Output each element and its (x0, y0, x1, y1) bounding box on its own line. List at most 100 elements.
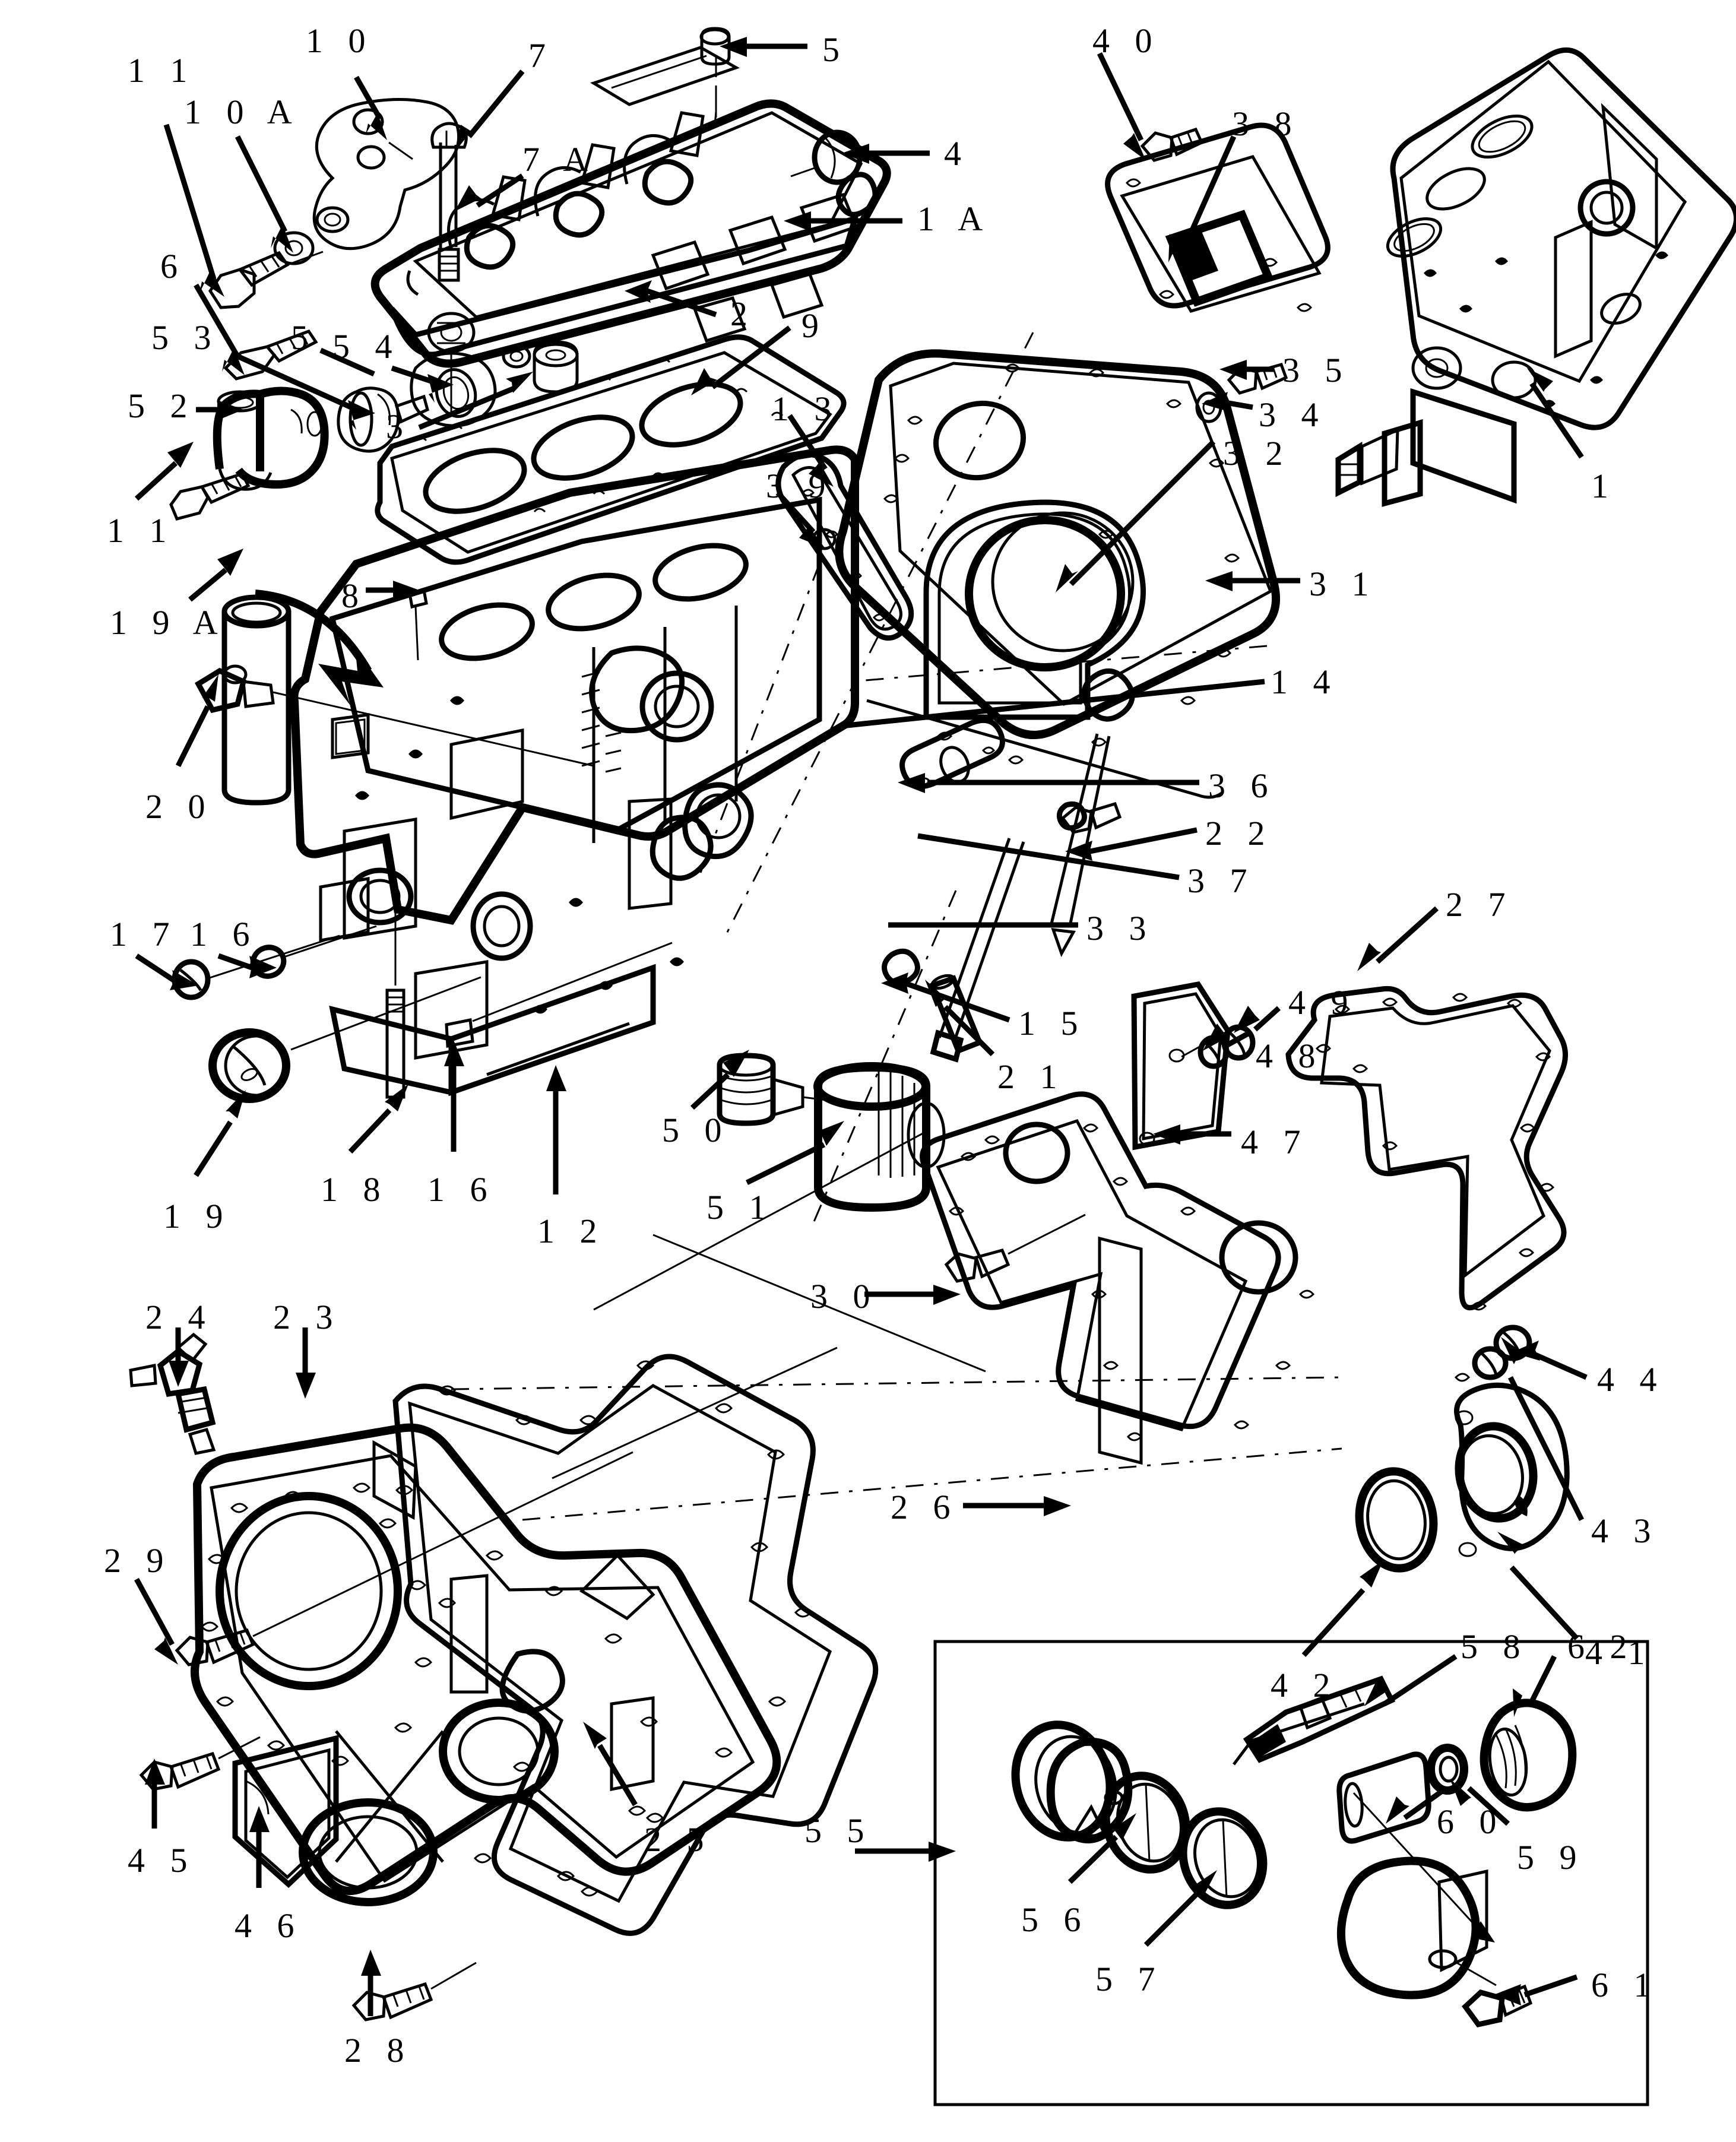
callout-62: 6 2 (1567, 1627, 1636, 1666)
part-bolt-61 (1461, 1984, 1533, 2028)
callout-43: 4 3 (1591, 1512, 1659, 1550)
part-timing-cover-23 (191, 1423, 781, 1906)
callout-14: 1 4 (1271, 663, 1339, 701)
callout-60: 6 0 (1437, 1802, 1505, 1841)
part-sender-body (1336, 1856, 1497, 2000)
callout-15: 1 5 (1018, 1004, 1086, 1043)
callout-54: 5 4 (332, 327, 401, 366)
callout-30: 3 0 (810, 1277, 879, 1316)
inset-thermostat-kit-55 (933, 1640, 1649, 2106)
part-cylinder-block-12 (290, 445, 859, 1097)
callout-36: 3 6 (1208, 766, 1276, 805)
callout-7: 7 (528, 36, 554, 75)
callout-23: 2 3 (273, 1298, 341, 1336)
part-head-bolt-washer-7A (427, 312, 476, 414)
callout-33: 3 3 (1086, 909, 1155, 948)
callout-27: 2 7 (1446, 885, 1514, 924)
callout-10A: 1 0 A (184, 93, 300, 131)
part-valve-cap-3 (533, 340, 579, 394)
part-thermostat-53 (337, 386, 429, 453)
part-core-plug-19 (208, 976, 481, 1103)
callout-41: 4 1 (1585, 1633, 1653, 1672)
callout-28: 2 8 (344, 2031, 413, 2070)
part-stud-18 (385, 879, 406, 1099)
part-sump-front-plate-26 (920, 1091, 1315, 1465)
callout-44: 4 4 (1597, 1360, 1665, 1399)
callout-47: 4 7 (1241, 1123, 1309, 1161)
part-bolt-28 (351, 1962, 477, 2021)
construction-lines (451, 57, 1342, 1521)
part-water-pump-gasket-42 (1355, 1467, 1438, 1573)
part-dipstick-22 (1049, 668, 1135, 958)
callout-1: 1 (1591, 467, 1617, 505)
callout-25: 2 5 (644, 1820, 712, 1859)
callout-48: 4 8 (1256, 1037, 1324, 1075)
part-oil-pressure-switch-20 (194, 664, 594, 767)
part-washer-59 (1427, 1744, 1468, 1795)
callout-58: 5 8 (1461, 1627, 1529, 1666)
callout-42: 4 2 (1271, 1666, 1339, 1704)
callout-7A: 7 A (522, 140, 597, 179)
part-sleeve-60 (1336, 1751, 1431, 1844)
callout-51: 5 1 (707, 1188, 775, 1227)
callout-16-mid: 1 6 (427, 1170, 496, 1209)
callout-49: 4 9 (1288, 983, 1357, 1022)
callout-37: 3 7 (1187, 861, 1256, 900)
callout-46: 4 6 (235, 1906, 303, 1945)
callout-38: 3 8 (1232, 104, 1300, 143)
part-lifting-bracket-10 (312, 97, 461, 251)
part-seal-ring-57 (1179, 1807, 1268, 1909)
callout-52: 5 2 (128, 386, 196, 425)
callout-20: 2 0 (145, 787, 214, 826)
part-bolt-29 (175, 1451, 633, 1666)
callout-59: 5 9 (1517, 1838, 1585, 1877)
callout-13: 1 3 (772, 389, 840, 428)
callout-39: 3 9 (766, 467, 834, 505)
callout-26: 2 6 (891, 1488, 959, 1526)
part-bolt-40 (1140, 127, 1204, 162)
part-screw-30 (944, 1213, 1086, 1283)
callout-9: 9 (802, 306, 827, 345)
callout-45: 4 5 (128, 1841, 196, 1880)
part-stud-6 (223, 329, 318, 381)
callout-29: 2 9 (104, 1541, 172, 1580)
part-washer-43 (1472, 1346, 1509, 1380)
callout-22: 2 2 (1205, 814, 1274, 853)
part-dowel-15 (882, 948, 920, 986)
part-water-pump-backplate-41 (1454, 1382, 1570, 1557)
callout-53: 5 3 (151, 318, 220, 357)
callout-56: 5 6 (1021, 1900, 1089, 1939)
callout-16-left: 1 6 (190, 915, 258, 953)
part-washer-10A (273, 231, 315, 265)
part-thermostat-56 (1011, 1720, 1133, 1843)
callout-6: 6 (160, 247, 186, 286)
callout-19A: 1 9 A (110, 603, 226, 642)
callout-50: 5 0 (662, 1111, 730, 1149)
part-block-assembly-1 (1335, 47, 1736, 507)
callout-11-lower: 1 1 (107, 511, 175, 550)
callout-35: 3 5 (1282, 351, 1351, 389)
callout-12: 1 2 (537, 1212, 606, 1250)
callout-57: 5 7 (1095, 1960, 1164, 1998)
callout-31: 3 1 (1309, 565, 1377, 603)
callout-5-plug: 5 (822, 30, 848, 69)
callout-3-valvecap: 3 (386, 407, 411, 446)
part-head-gasket-2 (375, 334, 847, 565)
part-core-plug-16-mid (445, 942, 673, 1048)
part-bolt-11-upper (208, 251, 324, 309)
part-dowel-8 (255, 588, 428, 705)
part-bolt-11-lower (169, 471, 251, 521)
callout-5-outlet: 5 (291, 318, 316, 357)
callout-19: 1 9 (163, 1197, 232, 1235)
callout-17: 1 7 (110, 915, 178, 953)
callout-2: 2 (730, 294, 756, 333)
callout-11-upper: 1 1 (128, 51, 196, 90)
part-bolt-45 (139, 1736, 261, 1791)
part-timing-cover-gasket-27 (1285, 986, 1569, 1382)
part-screw-3-right (1060, 801, 1122, 834)
callout-24: 2 4 (145, 1298, 214, 1336)
callout-21: 2 1 (997, 1057, 1066, 1096)
callout-10: 1 0 (306, 21, 374, 60)
callout-4: 4 (944, 134, 970, 173)
